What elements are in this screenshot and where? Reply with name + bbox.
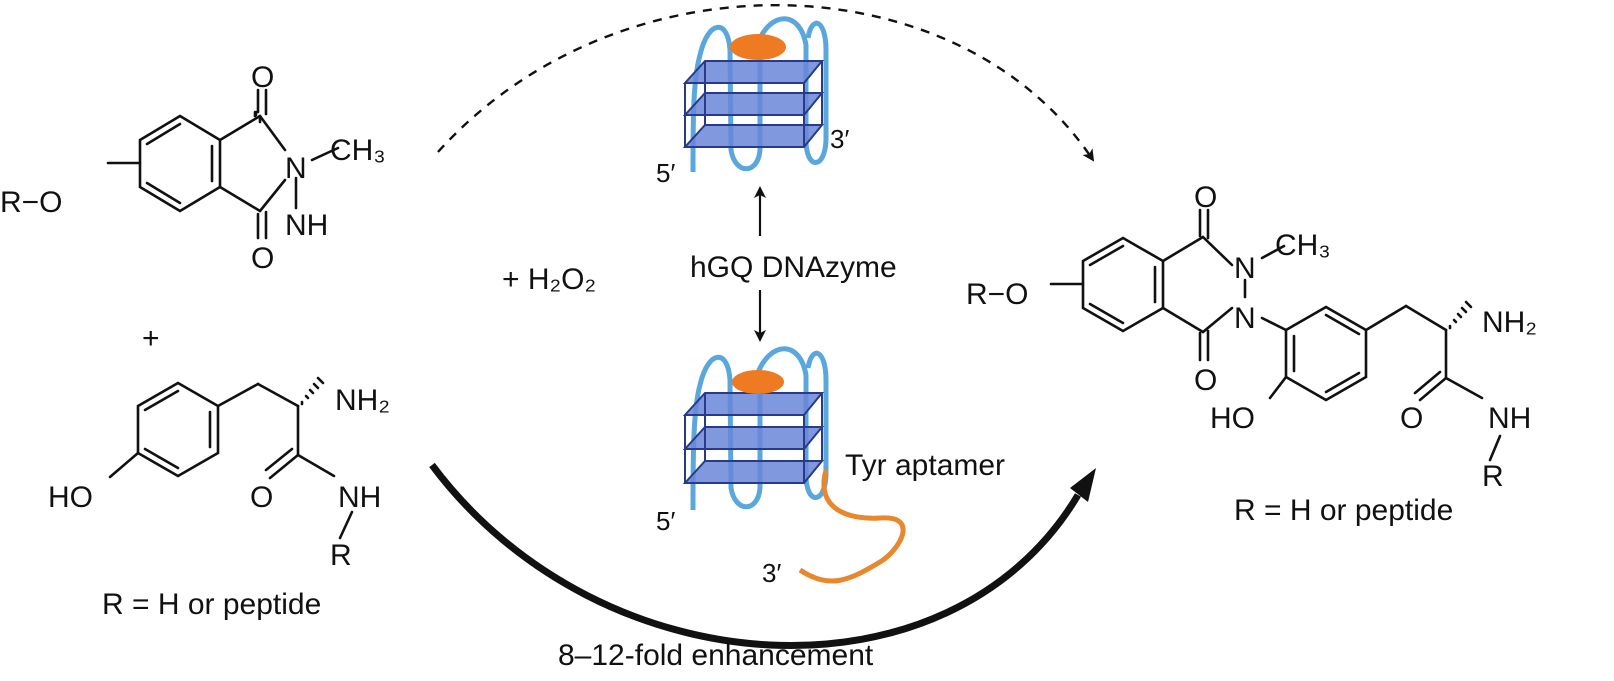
product-o-bottom-label: O bbox=[1194, 364, 1217, 397]
tyrosine-caption: R = H or peptide bbox=[102, 588, 321, 621]
product-aromatic-bond bbox=[1324, 371, 1361, 394]
luminol-o-top-label: O bbox=[251, 61, 274, 94]
tyrosine-nh2-label: NH₂ bbox=[335, 384, 390, 417]
luminol-benzene-ring bbox=[138, 114, 222, 213]
tyrosine-aromatic-bond bbox=[143, 447, 180, 470]
product-o-label: O bbox=[1400, 402, 1423, 435]
luminol-o-bottom-label: O bbox=[251, 242, 274, 275]
product-nh2-label: NH₂ bbox=[1482, 306, 1537, 339]
hemin-cofactor-top bbox=[730, 34, 786, 60]
product-molecule: R−O O O N CH₃ N HO NH₂ O NH R R = H or p… bbox=[966, 181, 1537, 527]
product-aromatic-bond bbox=[1088, 302, 1125, 325]
luminol-aromatic-bond bbox=[145, 122, 182, 146]
tyrosine-c-n-bond bbox=[296, 453, 336, 478]
luminol-aromatic-bond bbox=[145, 181, 182, 205]
product-bond bbox=[1161, 306, 1205, 334]
product-c-o-double-bond bbox=[1413, 370, 1442, 395]
bottom-three-prime-label: 3′ bbox=[762, 558, 781, 588]
tyrosine-r-label: R bbox=[330, 539, 352, 572]
catalyzed-arrowhead bbox=[1070, 468, 1096, 502]
product-o-top-label: O bbox=[1194, 181, 1217, 214]
luminol-bond bbox=[218, 114, 262, 142]
tyrosine-phenol-bond bbox=[108, 451, 140, 479]
luminol-bond bbox=[258, 178, 287, 213]
product-bond bbox=[1201, 306, 1234, 334]
product-aromatic-bond bbox=[1324, 313, 1361, 336]
g-quadruplex-bottom: 5′ 3′ Tyr aptamer bbox=[656, 346, 1005, 588]
h2o2-reagent: + H₂O₂ bbox=[502, 263, 596, 296]
g-quartet-3 bbox=[682, 124, 825, 148]
tyr-aptamer-strand bbox=[798, 469, 906, 584]
product-r-label: R bbox=[1482, 460, 1504, 493]
product-benzene-ring bbox=[1081, 236, 1165, 333]
tyrosine-benzene-ring bbox=[136, 381, 220, 478]
enhancement-label: 8–12-fold enhancement bbox=[558, 639, 874, 672]
catalyzed-bold-arrow bbox=[429, 462, 1082, 650]
product-tyrosine-ring bbox=[1284, 305, 1368, 402]
dna-strand-right bbox=[754, 346, 829, 500]
tyrosine-reactant: HO NH₂ O NH R R = H or peptide bbox=[48, 376, 390, 621]
product-calpha-bond bbox=[1404, 304, 1448, 332]
tyrosine-aromatic-bond bbox=[143, 389, 180, 412]
luminol-n-label: N bbox=[285, 152, 307, 185]
tyrosine-calpha-bond bbox=[256, 382, 300, 408]
luminol-n-methyl-bond bbox=[310, 146, 340, 162]
luminol-ch3-label: CH₃ bbox=[330, 134, 386, 167]
tyrosine-c-o-bond bbox=[268, 453, 300, 480]
product-hashed-bond bbox=[1448, 300, 1473, 330]
product-aromatic-bond bbox=[1088, 244, 1125, 267]
g-quartet-3 bbox=[682, 460, 825, 484]
top-three-prime-label: 3′ bbox=[830, 124, 849, 154]
hemin-cofactor-bottom bbox=[732, 370, 784, 394]
tyrosine-ch2-bond bbox=[216, 382, 260, 408]
luminol-nh-label: NH bbox=[285, 209, 328, 242]
product-r-o-label: R−O bbox=[966, 278, 1029, 311]
product-bond bbox=[1201, 235, 1234, 267]
product-c-n-bond bbox=[1444, 376, 1484, 400]
dna-strand-right bbox=[754, 16, 829, 165]
bottom-five-prime-label: 5′ bbox=[656, 506, 675, 536]
product-c-o-bond bbox=[1418, 376, 1448, 402]
tyrosine-hashed-bond bbox=[300, 376, 325, 406]
product-ch2-bond bbox=[1364, 304, 1408, 332]
product-caption: R = H or peptide bbox=[1234, 494, 1453, 527]
tyrosine-c-o-double-bond bbox=[264, 447, 294, 472]
plus-sign: + bbox=[142, 322, 160, 355]
luminol-bond bbox=[258, 114, 287, 152]
product-n-aryl-label: N bbox=[1234, 302, 1256, 335]
g-quadruplex-top: 5′ 3′ bbox=[656, 16, 849, 188]
product-bond bbox=[1161, 235, 1205, 263]
luminol-r-o-label: R−O bbox=[0, 186, 63, 219]
product-phenol-bond bbox=[1268, 375, 1288, 400]
product-ch3-label: CH₃ bbox=[1275, 229, 1331, 262]
tyrosine-o-label: O bbox=[250, 481, 273, 514]
product-nh-label: NH bbox=[1488, 402, 1531, 435]
product-ho-label: HO bbox=[1210, 402, 1255, 435]
top-five-prime-label: 5′ bbox=[656, 158, 675, 188]
product-n-r-bond bbox=[1488, 434, 1502, 462]
tyrosine-n-r-bond bbox=[338, 510, 354, 540]
luminol-bond bbox=[218, 185, 262, 213]
luminol-reactant: R−O O O N CH₃ NH bbox=[0, 61, 386, 275]
tyr-aptamer-label: Tyr aptamer bbox=[845, 449, 1005, 482]
product-n-methyl-bond bbox=[1260, 244, 1286, 260]
tyrosine-ho-label: HO bbox=[48, 481, 93, 514]
tyrosine-nh-label: NH bbox=[338, 481, 381, 514]
product-n-aryl-bond bbox=[1260, 316, 1288, 332]
product-n-methyl-label: N bbox=[1234, 252, 1256, 285]
catalyst-label: hGQ DNAzyme bbox=[690, 251, 897, 284]
